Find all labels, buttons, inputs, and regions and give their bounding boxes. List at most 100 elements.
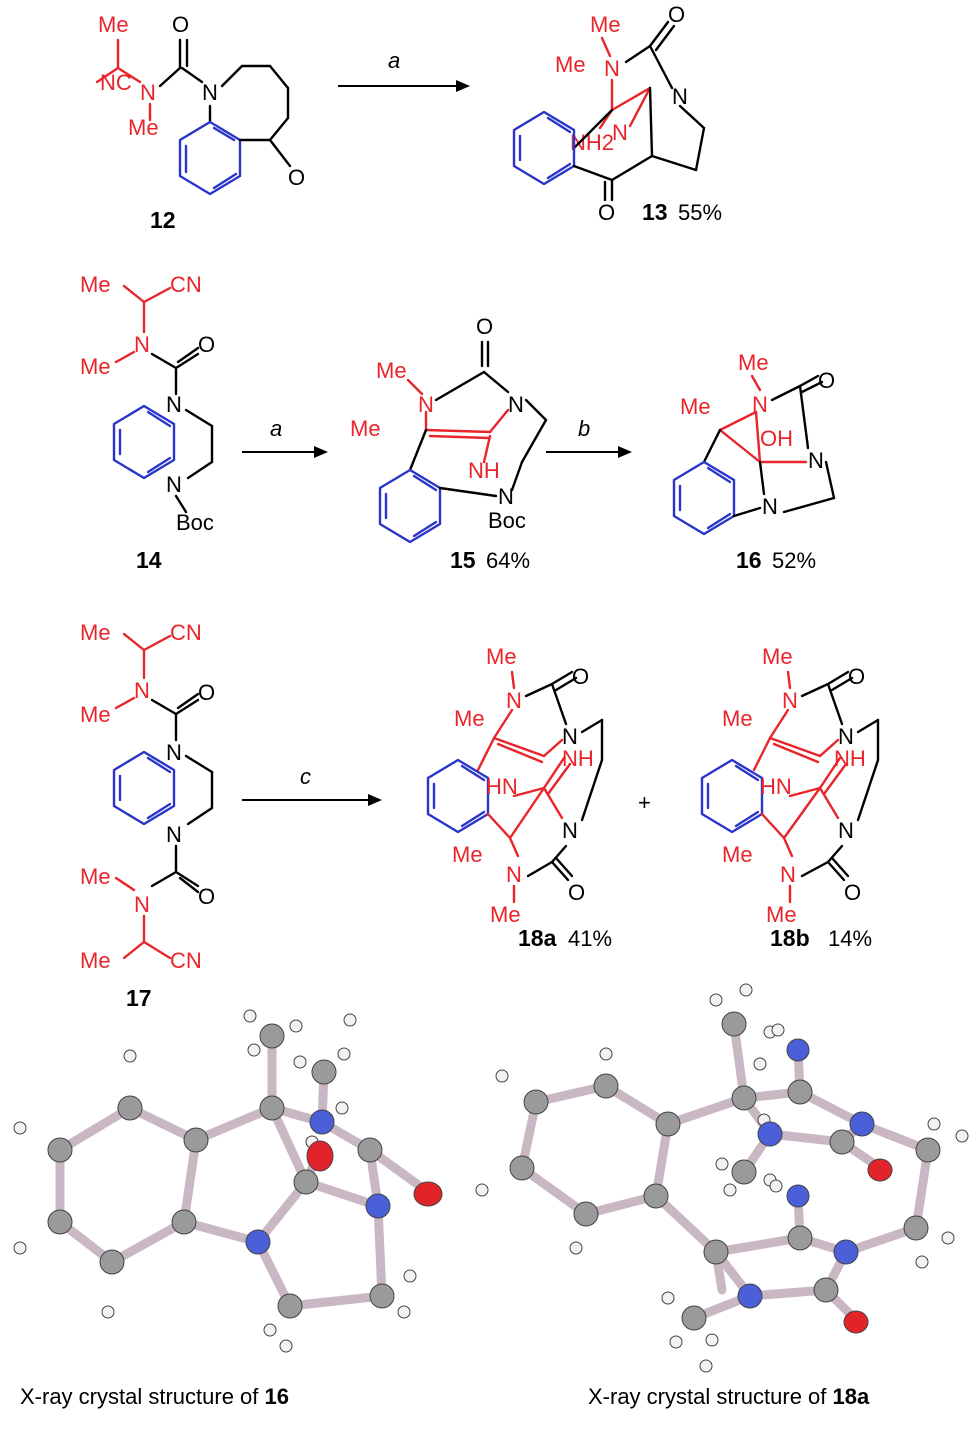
atom-label: Me	[490, 902, 521, 927]
atom-label: Me	[80, 864, 111, 889]
atom-label: N	[808, 448, 824, 473]
compound-number: 14	[136, 547, 162, 573]
atom-label: CN	[170, 620, 202, 645]
atom-label: O	[172, 12, 189, 37]
compound-16: Me N O N Me OH N 16 52%	[672, 350, 836, 573]
compound-number: 18a	[518, 925, 557, 951]
atom-label: N	[140, 80, 156, 105]
atom-label: N	[762, 494, 778, 519]
atom-label: O	[288, 165, 305, 190]
atom-label: N	[672, 84, 688, 109]
compound-12: NC Me N Me O N O 12	[95, 12, 305, 233]
compound-yield: 55%	[678, 200, 722, 225]
atom-label: Me	[80, 948, 111, 973]
atom-label: Me	[486, 644, 517, 669]
atom-label: N	[418, 392, 434, 417]
atom-label: Me	[80, 620, 111, 645]
compound-15: O Me N N Me NH N Boc 15 64%	[350, 314, 548, 573]
atom-label: Boc	[488, 508, 526, 533]
atom-label: N	[134, 678, 150, 703]
atom-label: Me	[80, 354, 111, 379]
atom-label: Me	[590, 12, 621, 37]
compound-number: 15	[450, 547, 476, 573]
atom-label: O	[198, 884, 215, 909]
atom-label: Me	[376, 358, 407, 383]
atom-label: N	[498, 484, 514, 509]
compound-17: Me CN N Me O N N O Me N Me CN 17	[80, 620, 215, 1011]
reagent-label: c	[300, 764, 311, 789]
atom-label: Me	[80, 702, 111, 727]
atom-label: Me	[762, 644, 793, 669]
atom-label: Me	[454, 706, 485, 731]
atom-label: N	[166, 740, 182, 765]
atom-label: O	[818, 368, 835, 393]
atom-label: Me	[766, 902, 797, 927]
atom-label: N	[782, 688, 798, 713]
atom-label: NH	[468, 458, 500, 483]
atom-label: O	[568, 880, 585, 905]
compound-18b: Me N O N Me NH HN N Me N	[700, 644, 880, 951]
plus-sign: +	[638, 790, 651, 815]
atom-label: Boc	[176, 510, 214, 535]
xray-structure-16	[13, 1009, 443, 1353]
atom-label: N	[838, 818, 854, 843]
compound-number: 18b	[770, 925, 810, 951]
reaction-arrow-c: c	[242, 764, 382, 806]
atom-label: N	[562, 724, 578, 749]
reaction-arrow-a2: a	[242, 416, 328, 458]
reaction-arrow-a1: a	[338, 48, 470, 92]
compound-number: 17	[126, 985, 152, 1011]
atom-label: Me	[350, 416, 381, 441]
atom-label: Me	[680, 394, 711, 419]
compound-13: Me N O N Me NH2 N O 13 55%	[512, 2, 722, 225]
atom-label: O	[476, 314, 493, 339]
atom-label: Me	[98, 12, 129, 37]
atom-label: N	[562, 818, 578, 843]
compound-yield: 52%	[772, 548, 816, 573]
atom-label: O	[848, 664, 865, 689]
atom-label: N	[506, 862, 522, 887]
atom-label: N	[166, 822, 182, 847]
atom-label: O	[198, 680, 215, 705]
compound-number: 16	[736, 547, 762, 573]
atom-label: N	[752, 392, 768, 417]
atom-label: N	[604, 56, 620, 81]
compound-yield: 41%	[568, 926, 612, 951]
atom-label: Me	[722, 706, 753, 731]
atom-label: Me	[738, 350, 769, 375]
atom-label: OH	[760, 426, 793, 451]
atom-label: O	[198, 332, 215, 357]
compound-18a: Me N O N Me NH HN N Me N	[426, 644, 612, 951]
atom-label: O	[844, 880, 861, 905]
atom-label: N	[134, 892, 150, 917]
compound-yield: 64%	[486, 548, 530, 573]
atom-label: CN	[170, 948, 202, 973]
atom-label: Me	[722, 842, 753, 867]
atom-label: HN	[486, 774, 518, 799]
atom-label: N	[506, 688, 522, 713]
compound-yield: 14%	[828, 926, 872, 951]
caption-xray-18a: X-ray crystal structure of 18a	[588, 1384, 870, 1409]
atom-label: NH2	[570, 130, 614, 155]
compound-number: 12	[150, 207, 176, 233]
atom-label: N	[838, 724, 854, 749]
atom-label: N	[202, 80, 218, 105]
atom-label: O	[668, 2, 685, 27]
atom-label: N	[134, 332, 150, 357]
atom-label: Me	[555, 52, 586, 77]
reagent-label: a	[388, 48, 400, 73]
atom-label: N	[508, 392, 524, 417]
atom-label: CN	[170, 272, 202, 297]
atom-label: Me	[80, 272, 111, 297]
reaction-arrow-b: b	[546, 416, 632, 458]
atom-label: HN	[760, 774, 792, 799]
atom-label: O	[598, 200, 615, 225]
atom-label: N	[612, 120, 628, 145]
reagent-label: b	[578, 416, 590, 441]
atom-label: O	[572, 664, 589, 689]
xray-structure-18a	[475, 983, 969, 1373]
atom-label: N	[166, 392, 182, 417]
compound-number: 13	[642, 199, 668, 225]
atom-label: Me	[128, 115, 159, 140]
